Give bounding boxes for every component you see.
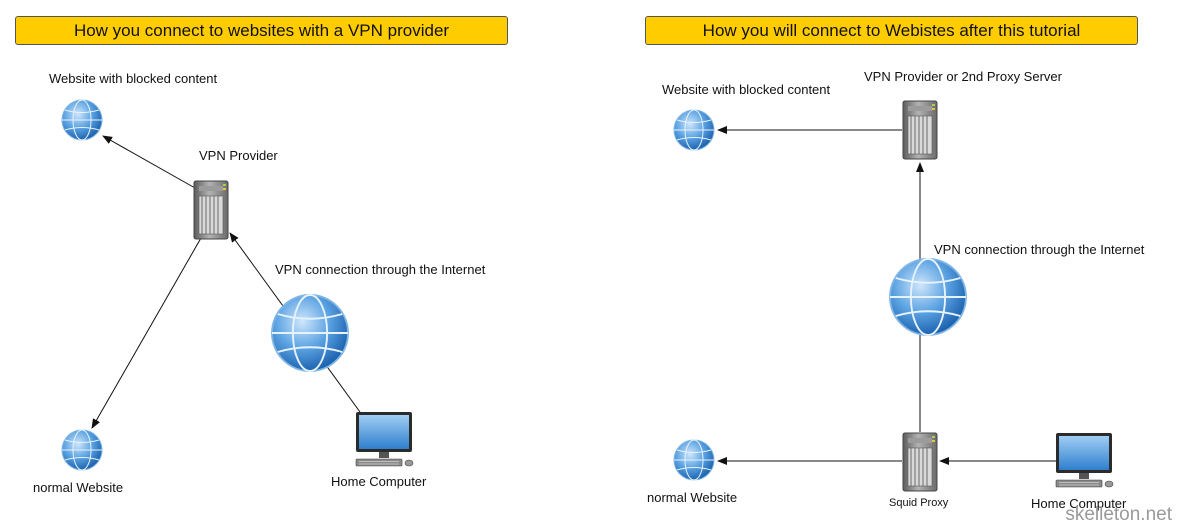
globe-icon	[673, 109, 715, 151]
left-home-computer-label: Home Computer	[331, 474, 427, 489]
squid-proxy-label: Squid Proxy	[889, 497, 949, 509]
left-normal-site-label: normal Website	[33, 480, 124, 495]
computer-icon	[1055, 432, 1114, 488]
arrow-provider-to-blocked	[102, 135, 196, 189]
watermark: skelleton.net	[1065, 504, 1172, 525]
right-normal-site-label: normal Website	[647, 490, 738, 505]
left-blocked-site-label: Website with blocked content	[49, 71, 218, 86]
server-icon	[902, 100, 938, 160]
globe-icon	[673, 439, 715, 481]
globe-icon	[271, 294, 349, 372]
server-icon	[193, 180, 229, 240]
arrow-provider-to-normal	[91, 237, 202, 429]
right-vpn-provider-label: VPN Provider or 2nd Proxy Server	[864, 69, 1062, 84]
globe-icon	[61, 99, 103, 141]
right-home-computer-label: Home Computer	[1031, 496, 1127, 511]
server-icon	[902, 432, 938, 492]
globe-icon	[61, 429, 103, 471]
left-panel-title: How you connect to websites with a VPN p…	[15, 16, 508, 45]
left-vpn-connection-label: VPN connection through the Internet	[275, 262, 486, 277]
globe-icon	[889, 258, 967, 336]
right-vpn-connection-label: VPN connection through the Internet	[934, 242, 1145, 257]
left-vpn-provider-label: VPN Provider	[199, 148, 278, 163]
computer-icon	[355, 411, 414, 467]
right-blocked-site-label: Website with blocked content	[662, 82, 831, 97]
right-panel-title: How you will connect to Webistes after t…	[645, 16, 1138, 45]
